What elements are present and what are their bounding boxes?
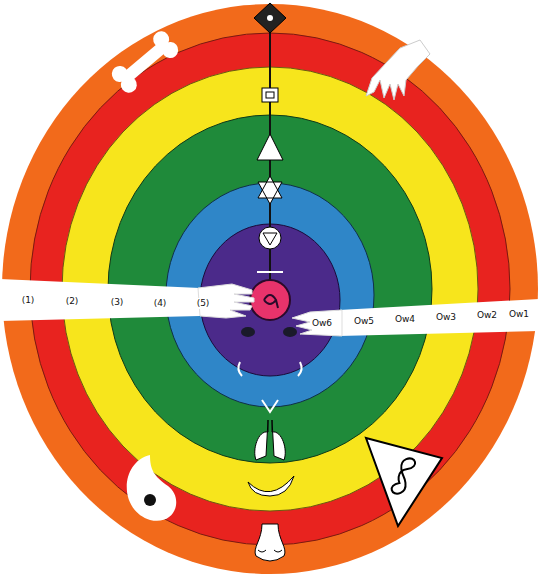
- yin-dot: [144, 494, 156, 506]
- callout-number: Ow6: [311, 318, 333, 329]
- triangle-infinity: [366, 438, 442, 526]
- callout-number: (4): [153, 298, 168, 309]
- hexagram-symbol: [258, 176, 282, 204]
- callout-number: (3): [110, 297, 125, 308]
- bone-symbol: [109, 28, 182, 96]
- callout-number: Ow2: [476, 310, 498, 321]
- nostrils: [258, 550, 282, 552]
- right-ear: [298, 362, 302, 376]
- circle-symbol: [259, 227, 281, 249]
- left-arm: [0, 279, 200, 321]
- upper-hand-symbol: [366, 40, 430, 100]
- nose-symbol: [255, 524, 285, 561]
- triangle-symbol: [257, 134, 283, 160]
- callout-number: (1): [21, 295, 36, 306]
- callout-number: Ow4: [394, 314, 416, 325]
- lungs-symbol: [255, 420, 286, 460]
- center-glyph: [264, 295, 278, 308]
- callout-number: (2): [65, 296, 80, 307]
- cross-bar: [257, 271, 283, 273]
- circle-triangle: [263, 233, 277, 245]
- right-eye: [283, 327, 297, 337]
- square-inner: [266, 92, 274, 98]
- left-ear: [238, 362, 242, 376]
- center-dot: [250, 280, 290, 320]
- callout-number: Ow3: [435, 312, 457, 323]
- crown-dot: [267, 15, 273, 21]
- yin-symbol: [127, 455, 176, 521]
- right-hand: [292, 310, 342, 336]
- right-arm: [339, 299, 539, 336]
- left-eye: [241, 327, 255, 337]
- callout-number: Ow5: [353, 316, 375, 327]
- square-symbol: [262, 88, 278, 102]
- bowl-symbol: [248, 476, 294, 496]
- infinity-symbol: [387, 455, 420, 496]
- callout-number: (5): [196, 298, 211, 309]
- crown-symbol: [254, 3, 286, 33]
- callout-number: Ow1: [508, 309, 530, 320]
- throat-symbol: [262, 400, 278, 412]
